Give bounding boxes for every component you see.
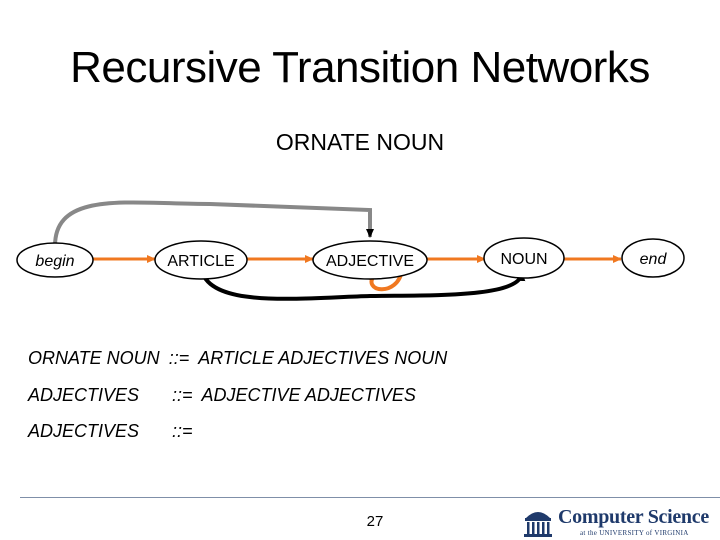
begin-node — [16, 242, 94, 278]
article-node-label: ARTICLE — [167, 253, 234, 270]
noun-node-label: NOUN — [500, 251, 547, 268]
adjective-node — [312, 240, 428, 280]
footer-divider — [20, 497, 720, 498]
logo-text: Computer Science — [558, 506, 709, 528]
begin-node-label: begin — [35, 253, 74, 270]
end-node — [621, 238, 685, 278]
transition-network-diagram: begin ARTICLE ADJECTIVE NOUN end — [16, 200, 685, 301]
rotunda-icon — [524, 512, 552, 537]
rule-operator: ::= — [172, 421, 193, 441]
network-name: ORNATE NOUN — [275, 129, 445, 155]
slide-title: Recursive Transition Networks — [70, 43, 650, 92]
adjective-node-label: ADJECTIVE — [326, 253, 414, 270]
rule-operator: ::= — [168, 348, 190, 368]
rule-lhs: ORNATE NOUN — [28, 348, 160, 368]
skip-article-arc — [53, 200, 374, 247]
grammar-rule-rhs-group: ::= — [172, 420, 193, 442]
article-node — [154, 240, 248, 280]
grammar-rule: ADJECTIVES — [28, 384, 139, 406]
rule-lhs: ADJECTIVES — [28, 385, 140, 405]
computer-science-logo: Computer Science at the UNIVERSITY of VI… — [520, 504, 720, 540]
rule-rhs: ARTICLE ADJECTIVES NOUN — [198, 348, 448, 368]
rule-rhs: ADJECTIVE ADJECTIVES — [201, 385, 416, 405]
end-node-label: end — [640, 251, 668, 268]
grammar-rule: ORNATE NOUN ::= ARTICLE ADJECTIVES NOUN — [28, 347, 447, 369]
skip-adjective-arc — [200, 271, 526, 301]
noun-node — [483, 237, 565, 279]
rule-operator: ::= — [172, 385, 193, 405]
grammar-rule: ADJECTIVES — [28, 420, 139, 442]
page-number: 27 — [366, 513, 384, 530]
logo-subtext: at the UNIVERSITY of VIRGINIA — [580, 529, 689, 537]
rule-lhs: ADJECTIVES — [28, 421, 140, 441]
grammar-rule-rhs-group: ::= ADJECTIVE ADJECTIVES — [172, 384, 416, 406]
